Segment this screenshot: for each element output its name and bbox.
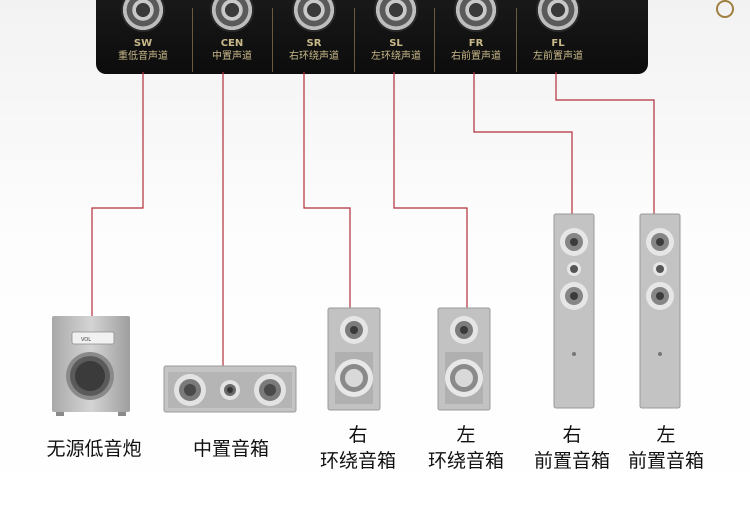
channel-label-fl: 左前置声道 — [533, 51, 583, 62]
caption-left-front: 左 前置音箱 — [616, 422, 716, 474]
right-front-speaker — [553, 213, 595, 409]
caption-right-front-line2: 前置音箱 — [533, 450, 610, 472]
channel-code-fr: FR — [468, 38, 484, 49]
channel-fl: FL 左前置声道 — [518, 0, 598, 72]
caption-right-front-line1: 右 — [562, 424, 582, 446]
caption-left-surround-line2: 环绕音箱 — [427, 450, 504, 472]
panel-divider — [272, 8, 273, 72]
center-speaker — [163, 365, 297, 413]
left-front-speaker — [639, 213, 681, 409]
channel-sw: SW 重低音声道 — [114, 0, 172, 72]
amplifier-back-panel: SW 重低音声道 CEN 中置声道 SR 右环绕声道 SL 左环绕声道 FR 右… — [96, 0, 734, 74]
channel-code-sw: SW — [133, 38, 153, 49]
channel-label-sl: 左环绕声道 — [371, 51, 421, 62]
caption-subwoofer-line1: 无源低音炮 — [46, 438, 142, 460]
panel-divider — [192, 8, 193, 72]
panel-knob-icon — [716, 0, 734, 18]
panel-divider — [434, 8, 435, 72]
caption-right-surround-line2: 环绕音箱 — [319, 450, 396, 472]
caption-center-line1: 中置音箱 — [192, 438, 269, 460]
channel-cen: CEN 中置声道 — [194, 0, 270, 72]
caption-left-surround: 左 环绕音箱 — [412, 422, 520, 474]
channel-sr: SR 右环绕声道 — [274, 0, 354, 72]
wire-sr — [303, 72, 351, 308]
panel-divider — [516, 8, 517, 72]
caption-left-front-line1: 左 — [656, 424, 676, 446]
subwoofer-badge: VOL — [81, 337, 91, 343]
channel-label-sr: 右环绕声道 — [289, 51, 339, 62]
channel-code-sr: SR — [306, 38, 322, 49]
wire-fl — [555, 72, 655, 216]
wire-sw — [91, 72, 144, 318]
channel-fr: FR 右前置声道 — [436, 0, 516, 72]
right-surround-speaker — [327, 307, 381, 411]
channel-label-sw: 重低音声道 — [118, 51, 168, 62]
wire-sl — [393, 72, 468, 308]
channel-code-cen: CEN — [220, 38, 244, 49]
left-surround-speaker — [437, 307, 491, 411]
subwoofer-speaker: VOL — [52, 316, 130, 416]
channel-label-fr: 右前置声道 — [451, 51, 501, 62]
caption-left-surround-line1: 左 — [456, 424, 476, 446]
channel-label-cen: 中置声道 — [212, 51, 252, 62]
caption-right-surround: 右 环绕音箱 — [304, 422, 412, 474]
caption-subwoofer: 无源低音炮 — [20, 436, 168, 462]
wire-fr — [473, 72, 573, 216]
caption-right-surround-line1: 右 — [348, 424, 368, 446]
panel-divider — [354, 8, 355, 72]
caption-center: 中置音箱 — [160, 436, 302, 462]
caption-left-front-line2: 前置音箱 — [627, 450, 704, 472]
channel-code-fl: FL — [551, 38, 565, 49]
caption-right-front: 右 前置音箱 — [520, 422, 624, 474]
channel-code-sl: SL — [389, 38, 403, 49]
channel-sl: SL 左环绕声道 — [356, 0, 436, 72]
